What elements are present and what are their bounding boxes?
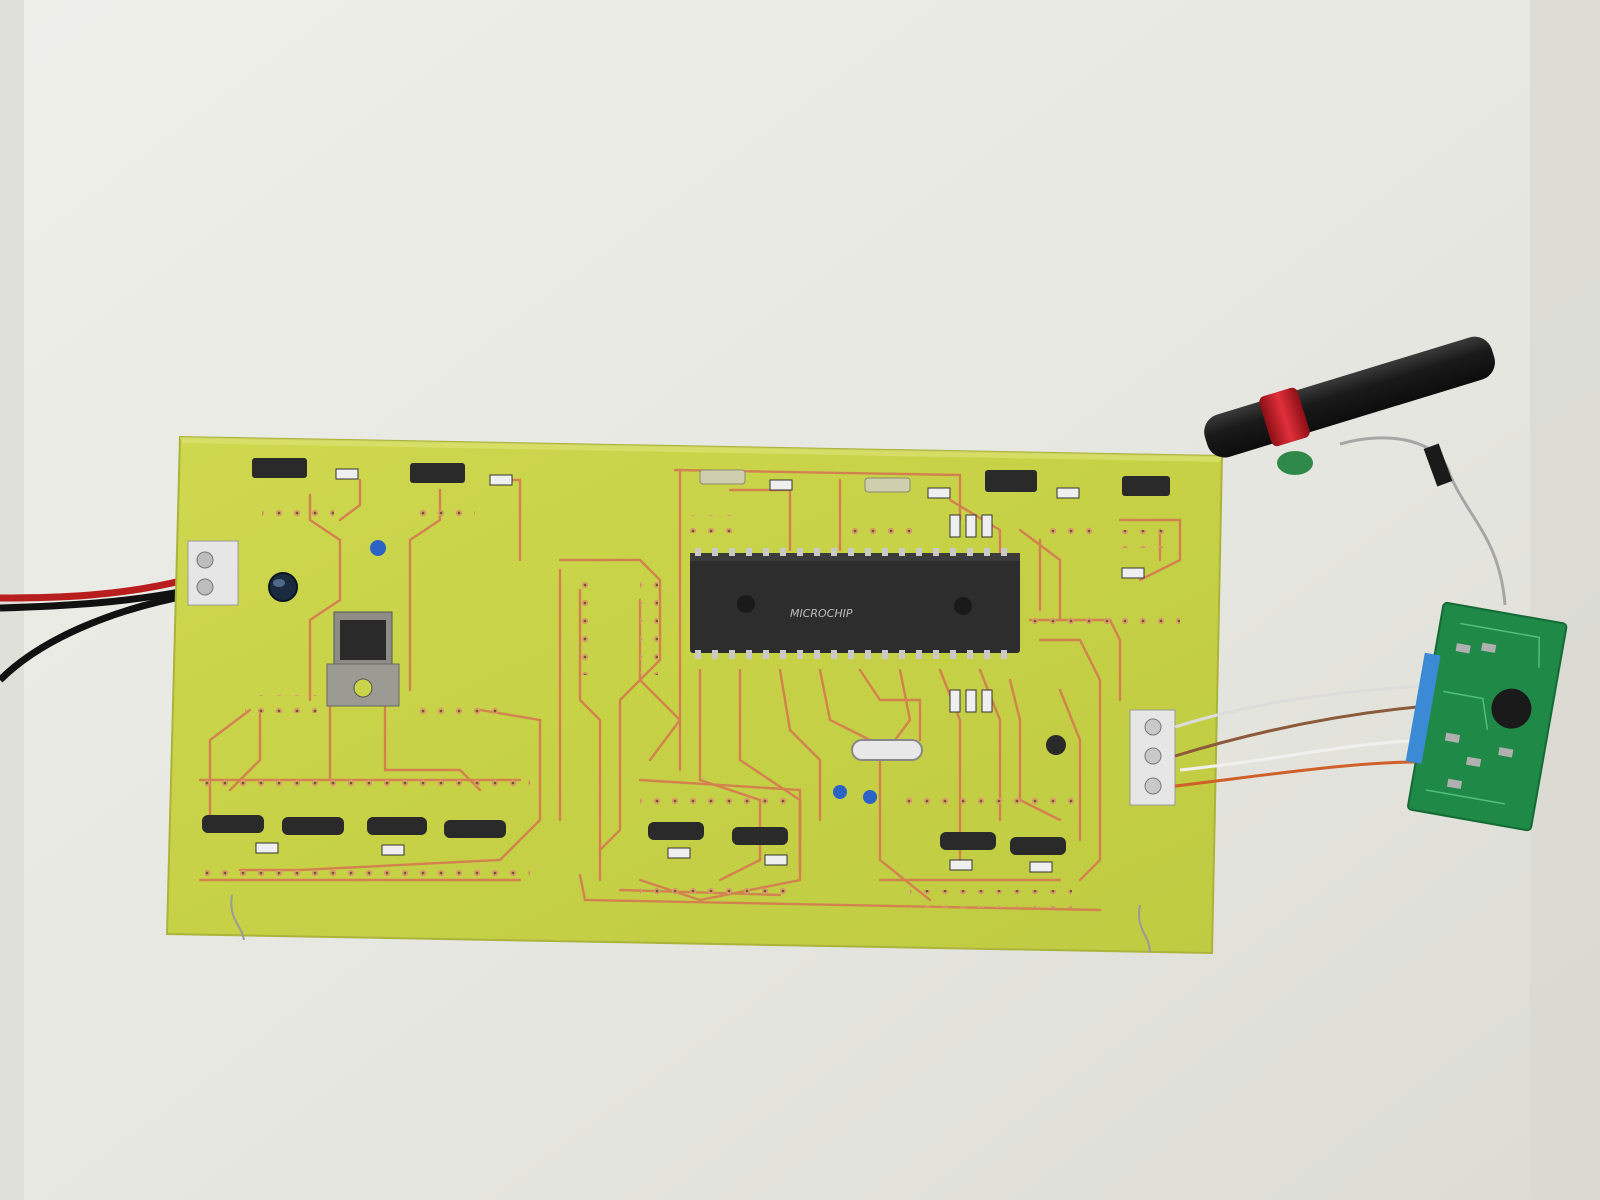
pad-rows	[205, 501, 1180, 908]
regulator-icon	[326, 611, 400, 707]
crystal-like-parts	[699, 469, 911, 493]
ceramic-capacitors	[370, 540, 877, 804]
power-cable	[0, 576, 191, 683]
chip-marking: MICROCHIP	[790, 607, 853, 620]
background-edge-shadow	[1530, 0, 1600, 1200]
transistors	[202, 458, 1170, 855]
microcontroller-chip: MICROCHIP	[690, 548, 1020, 659]
terminal-block-icon	[187, 540, 239, 606]
crystal-icon	[851, 739, 923, 761]
smd-resistors	[255, 468, 1145, 873]
antenna-icon	[1204, 336, 1507, 606]
capacitor-icon	[268, 572, 298, 602]
main-pcb: MICROCHIP	[165, 435, 1224, 955]
small-transistor	[1046, 735, 1066, 755]
terminal-block-right	[1129, 709, 1176, 806]
receiver-module	[1405, 601, 1568, 832]
mounting-clips	[230, 894, 1151, 953]
